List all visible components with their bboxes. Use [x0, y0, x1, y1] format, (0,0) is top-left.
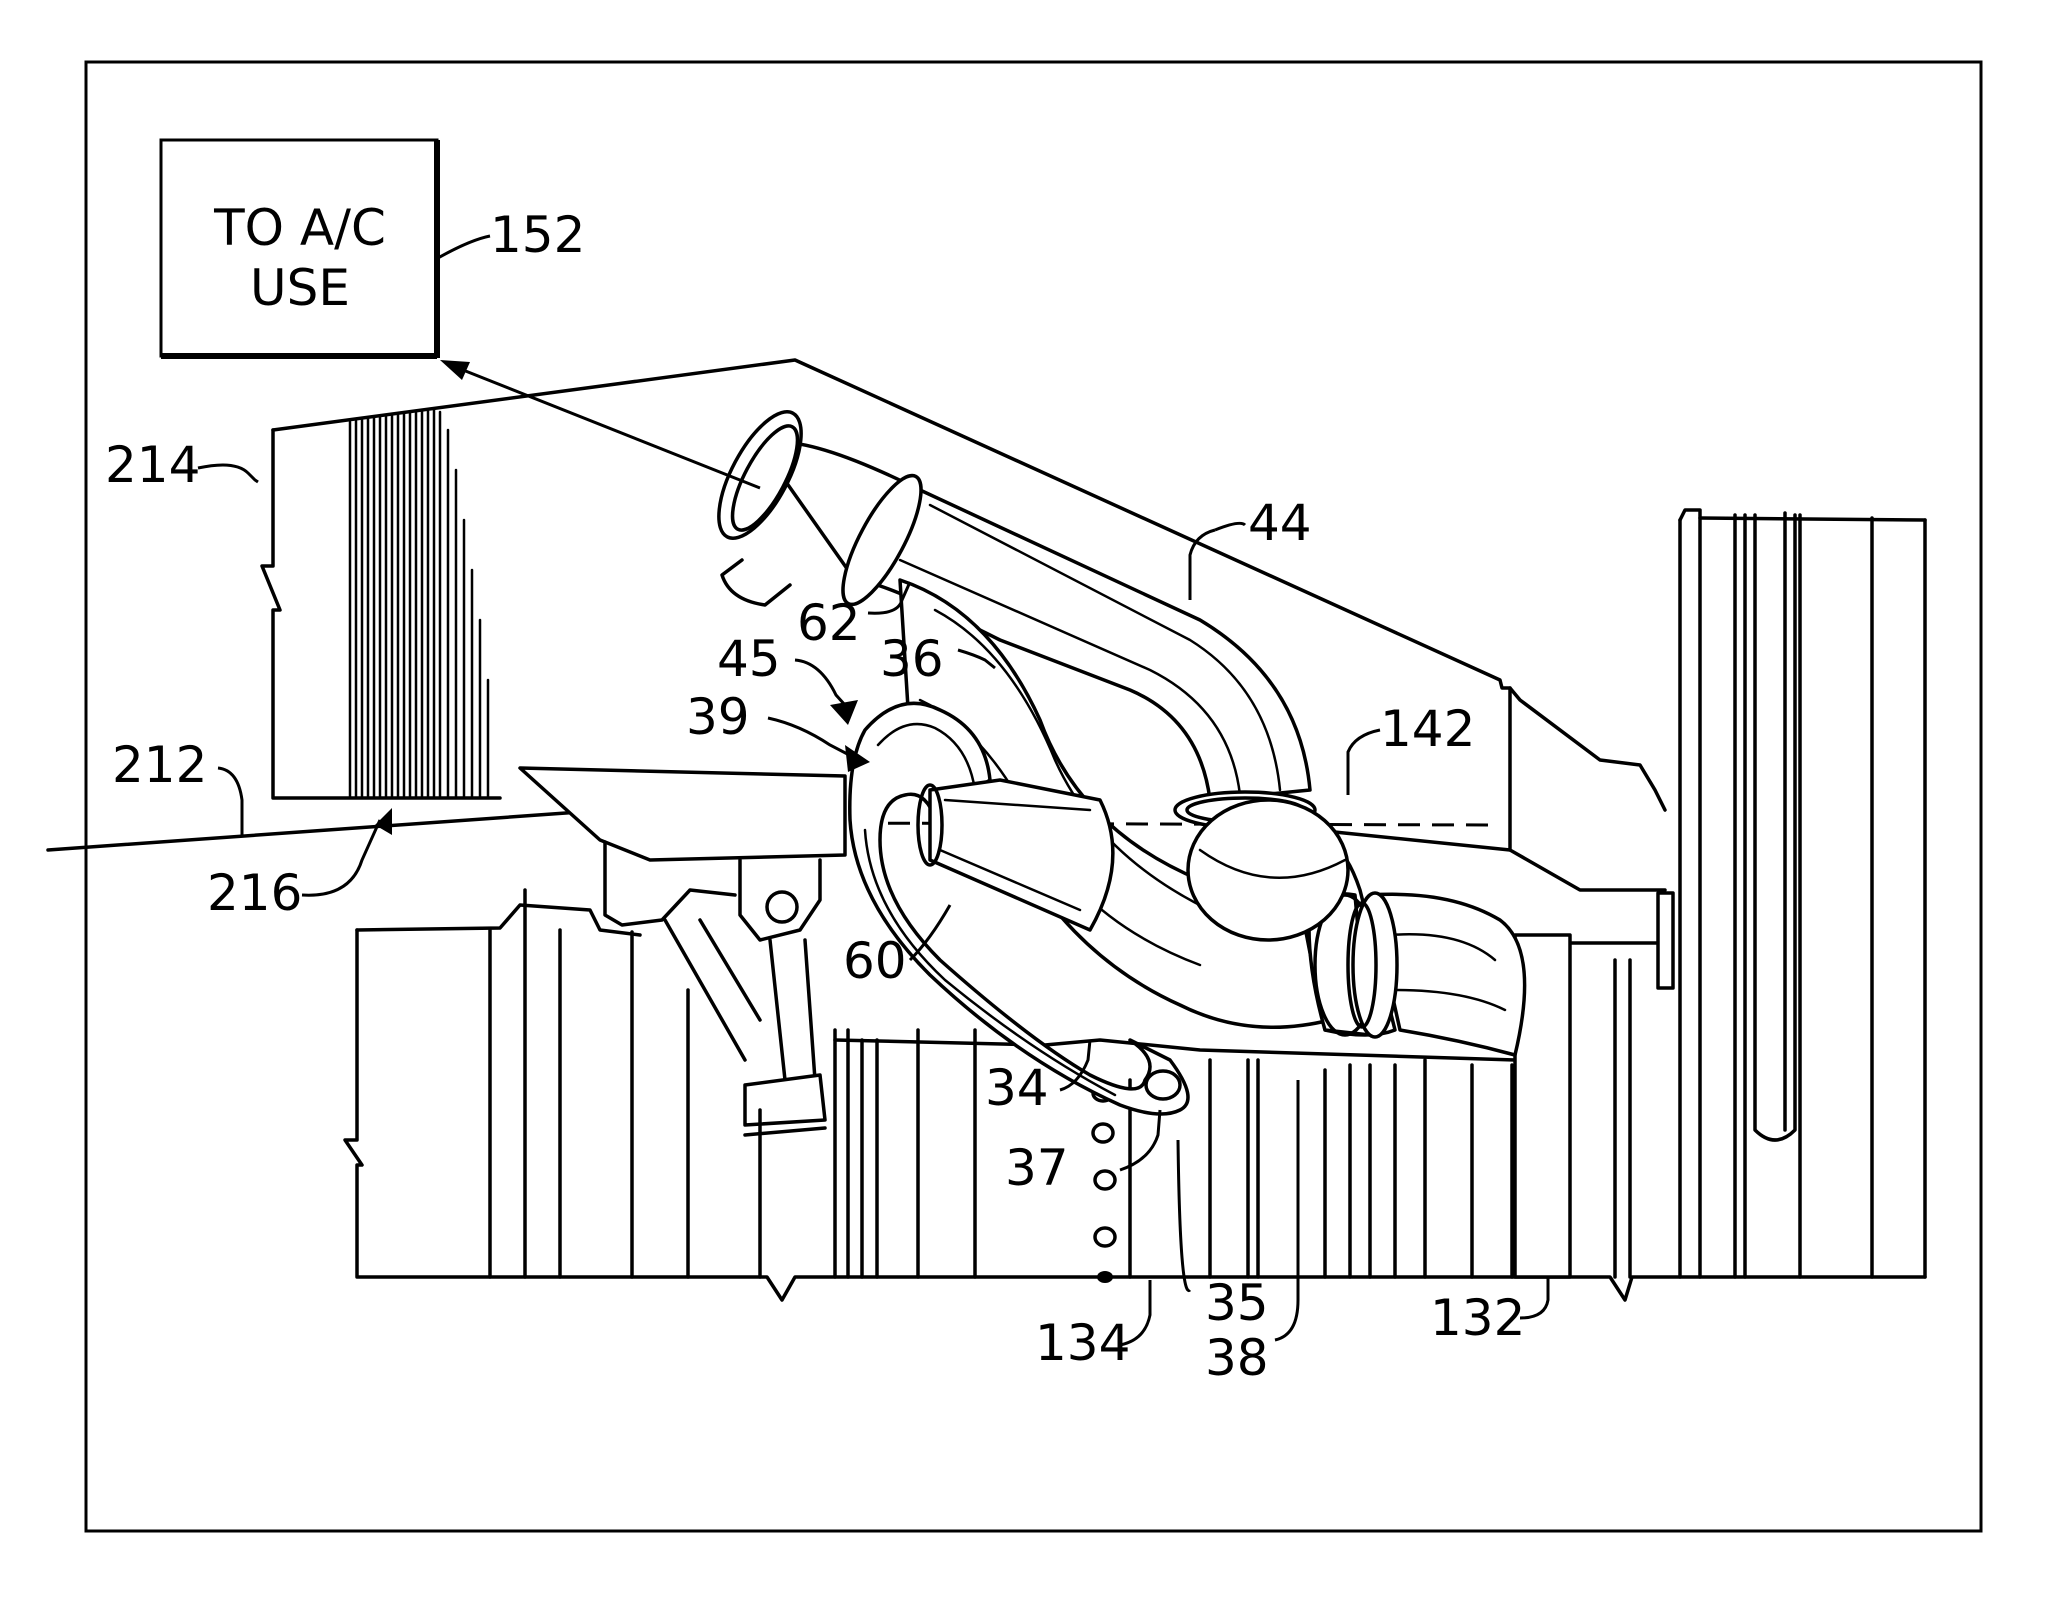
- ac-use-line1: TO A/C: [213, 199, 386, 257]
- label-37: 37: [1005, 1139, 1069, 1197]
- pylon-fitting: [520, 768, 845, 1135]
- label-36: 36: [880, 630, 944, 688]
- center-line: [820, 823, 1490, 825]
- ac-use-box: TO A/C USE: [161, 140, 437, 358]
- label-134: 134: [1035, 1314, 1130, 1372]
- label-212: 212: [112, 736, 207, 794]
- ac-use-line2: USE: [250, 259, 350, 317]
- vent-holes: [1093, 1085, 1115, 1283]
- fan-rim: [1680, 510, 1925, 1277]
- label-60: 60: [843, 932, 907, 990]
- label-132: 132: [1430, 1289, 1525, 1347]
- label-216: 216: [207, 864, 302, 922]
- lower-pipe: [1348, 893, 1525, 1055]
- label-62: 62: [797, 594, 861, 652]
- wing-line: [48, 812, 580, 850]
- hatched-panel: [350, 410, 488, 797]
- label-38: 38: [1205, 1329, 1269, 1387]
- label-34: 34: [985, 1059, 1049, 1117]
- label-152: 152: [490, 206, 585, 264]
- label-39: 39: [686, 688, 750, 746]
- label-44: 44: [1248, 494, 1312, 552]
- label-142: 142: [1380, 700, 1475, 758]
- label-35: 35: [1205, 1274, 1269, 1332]
- label-214: 214: [105, 436, 200, 494]
- valve-body: [1188, 800, 1348, 940]
- label-45: 45: [717, 630, 781, 688]
